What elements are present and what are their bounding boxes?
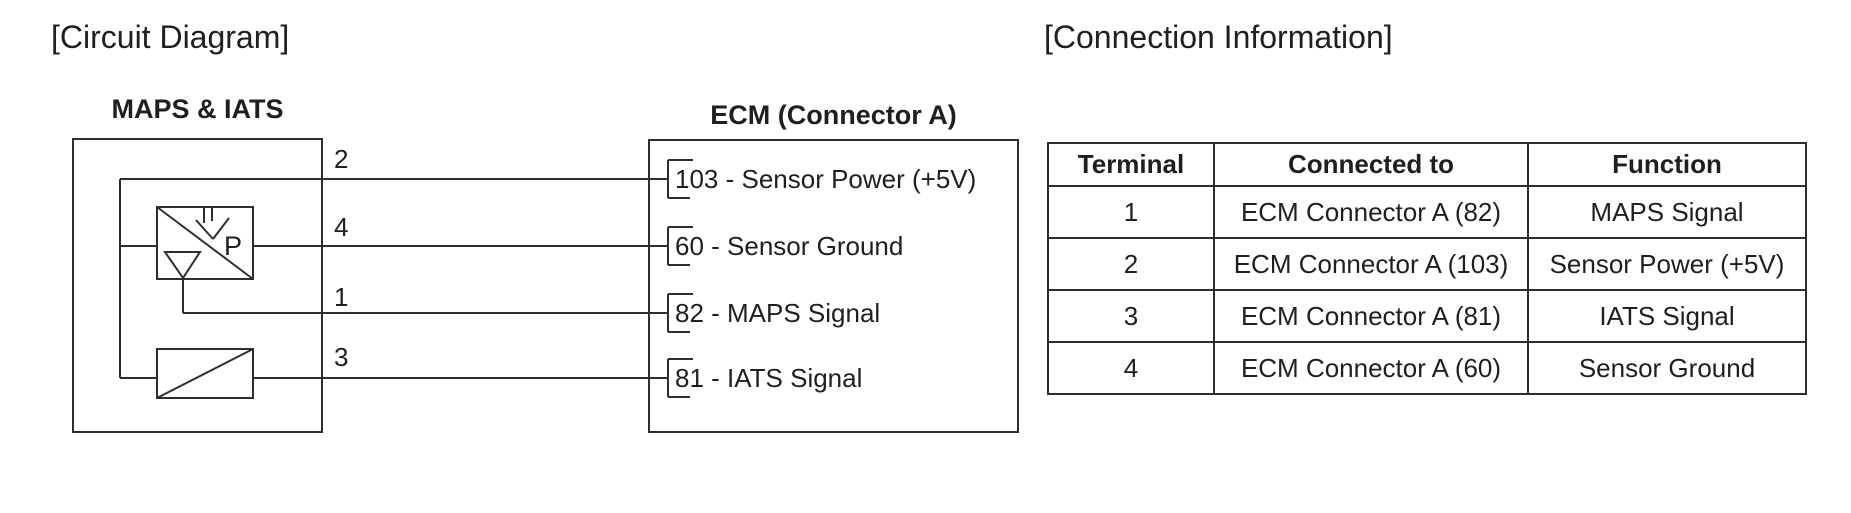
sensor-outer-box <box>72 138 323 433</box>
table-row: 4 ECM Connector A (60) Sensor Ground <box>1047 341 1807 395</box>
ecm-terminal-label-103: 103 - Sensor Power (+5V) <box>675 164 977 194</box>
cell-function: Sensor Ground <box>1527 341 1807 395</box>
table-row: 2 ECM Connector A (103) Sensor Power (+5… <box>1047 237 1807 291</box>
wire-label-3: 3 <box>334 342 349 372</box>
table-row: 1 ECM Connector A (82) MAPS Signal <box>1047 185 1807 239</box>
wire-label-2: 2 <box>334 144 349 174</box>
cell-connected-to: ECM Connector A (103) <box>1213 237 1529 291</box>
ecm-terminal-label-60: 60 - Sensor Ground <box>675 231 904 261</box>
cell-terminal: 2 <box>1047 237 1215 291</box>
cell-function: Sensor Power (+5V) <box>1527 237 1807 291</box>
ecm-box-title: ECM (Connector A) <box>710 100 957 130</box>
sensor-box-title: MAPS & IATS <box>111 94 284 124</box>
cell-connected-to: ECM Connector A (60) <box>1213 341 1529 395</box>
cell-function: MAPS Signal <box>1527 185 1807 239</box>
cell-terminal: 3 <box>1047 289 1215 343</box>
wire-label-4: 4 <box>334 212 349 242</box>
connection-information-table: Terminal Connected to Function 1 ECM Con… <box>1047 142 1807 395</box>
circuit-diagram-heading: [Circuit Diagram] <box>51 19 290 55</box>
wire-label-1: 1 <box>334 282 349 312</box>
cell-function: IATS Signal <box>1527 289 1807 343</box>
table-row: 3 ECM Connector A (81) IATS Signal <box>1047 289 1807 343</box>
header-terminal: Terminal <box>1047 142 1215 187</box>
ecm-terminal-label-81: 81 - IATS Signal <box>675 363 863 393</box>
header-function: Function <box>1527 142 1807 187</box>
cell-terminal: 4 <box>1047 341 1215 395</box>
pressure-letter: P <box>224 231 243 261</box>
connection-information-heading: [Connection Information] <box>1044 19 1393 55</box>
table-header-row: Terminal Connected to Function <box>1047 142 1807 187</box>
ecm-terminal-label-82: 82 - MAPS Signal <box>675 298 881 328</box>
header-connected-to: Connected to <box>1213 142 1529 187</box>
cell-terminal: 1 <box>1047 185 1215 239</box>
cell-connected-to: ECM Connector A (81) <box>1213 289 1529 343</box>
thermistor-symbol <box>156 348 254 399</box>
cell-connected-to: ECM Connector A (82) <box>1213 185 1529 239</box>
